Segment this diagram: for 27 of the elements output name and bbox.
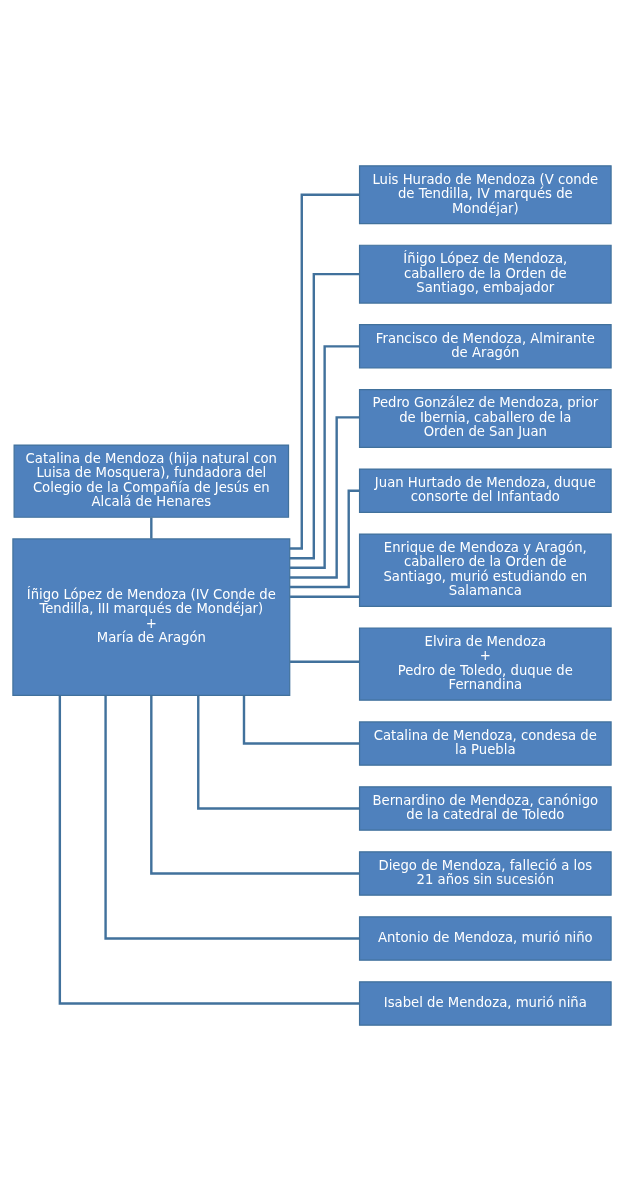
node-box: Antonio de Mendoza, murió niño (358, 916, 612, 961)
node-box: Isabel de Mendoza, murió niña (358, 981, 612, 1026)
node-box: Íñigo López de Mendoza, caballero de la Orden de Santiago, embajador (358, 244, 612, 304)
node-box: Íñigo López de Mendoza (IV Conde de Tendilla, III marqués de Mondéjar) + María de Aragón (12, 538, 291, 696)
connector (290, 345, 360, 570)
node-box: Diego de Mendoza, falleció a los 21 años sin sucesión (358, 851, 612, 896)
node-box: Catalina de Mendoza (hija natural con Luisa de Mosquera), fundadora del Colegio de la Compañía de Jesús en Alcalá de Henares (13, 444, 290, 518)
node-box: Elvira de Mendoza + Pedro de Toledo, duque de Fernandina (358, 627, 612, 701)
connector (150, 695, 360, 875)
node-box: Juan Hurtado de Mendoza, duque consorte del Infantado (358, 468, 612, 514)
connector (58, 695, 360, 1005)
node-box: Enrique de Mendoza y Aragón, caballero de la Orden de Santiago, murió estudiando en Salamanca (358, 533, 612, 607)
connector (150, 517, 153, 539)
node-box: Bernardino de Mendoza, canónigo de la catedral de Toledo (358, 786, 612, 831)
connector (104, 695, 360, 940)
node-box: Francisco de Mendoza, Almirante de Aragón (358, 324, 612, 369)
connector (289, 193, 360, 550)
connector (290, 489, 360, 589)
connector (289, 416, 360, 579)
connector (197, 695, 360, 810)
connector (290, 660, 360, 663)
connector (242, 695, 360, 745)
node-box: Luis Hurado de Mendoza (V conde de Tendilla, IV marqués de Mondéjar) (358, 165, 612, 225)
connector (289, 272, 360, 560)
node-box: Pedro González de Mendoza, prior de Ibernia, caballero de la Orden de San Juan (358, 389, 612, 449)
connector (290, 595, 360, 598)
node-box: Catalina de Mendoza, condesa de la Puebla (358, 721, 612, 766)
